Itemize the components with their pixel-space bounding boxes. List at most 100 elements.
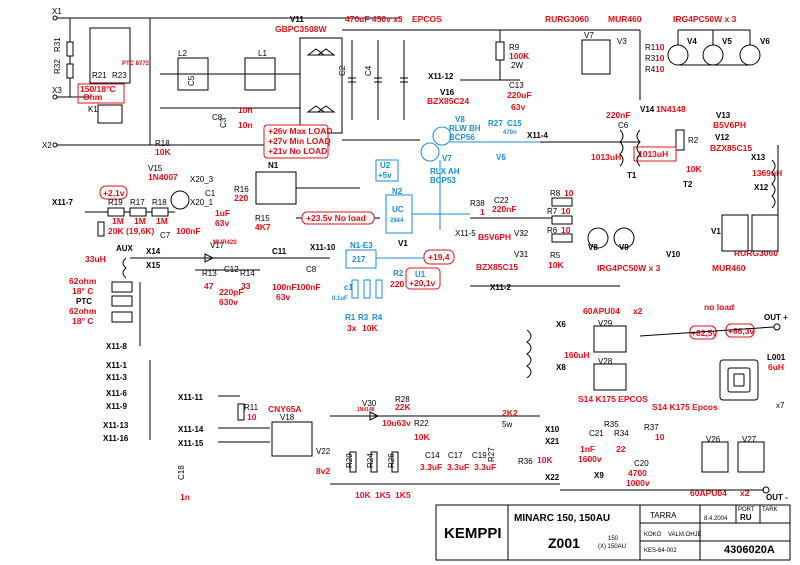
relay-k1	[97, 104, 123, 124]
v17-label: V17	[210, 241, 225, 250]
apu2-part: 60APU04	[690, 488, 727, 498]
n1-e3-label: N1-E3	[350, 241, 373, 250]
c6-label: C6	[618, 121, 629, 130]
r23-label: R23	[112, 71, 127, 80]
load-min: +27v Min LOAD	[268, 136, 331, 146]
mains-input: X1 X3 X2 R31 R32 R21 R23 PTC 8772 150/18…	[42, 7, 400, 150]
sub-150: 150	[608, 536, 619, 542]
c13-volt: 63v	[511, 102, 525, 112]
v8b-label: V8	[588, 243, 598, 252]
v23-value: +23.5v No load	[306, 213, 366, 223]
apu1-part: 60APU04	[583, 306, 620, 316]
r5w: 5w	[502, 420, 512, 429]
ptc-highlight	[77, 83, 125, 104]
t2-label: T2	[683, 180, 693, 189]
c5-label: C5	[187, 75, 196, 86]
r6-label: R6	[547, 226, 558, 235]
x20-1-label: X20_1	[190, 198, 214, 207]
v12-part: BZX85C15	[710, 143, 752, 153]
v19-highlight	[423, 249, 455, 265]
c20-volt: 1000v	[626, 478, 650, 488]
v82-value: +82,5v	[691, 328, 718, 338]
c20-value: 4700	[628, 468, 647, 478]
r5-label: R5	[550, 251, 561, 260]
ptc2-ohm1: 62ohm	[69, 276, 97, 286]
r16-label: R16	[234, 185, 249, 194]
gate-driver-bottom: R38 1 C22 220nF B5V6PH V32 V31 BZX85C15 …	[470, 188, 779, 292]
x12-label: X12	[754, 183, 769, 192]
v6-blue: V6	[496, 153, 506, 162]
ptc-block	[89, 27, 131, 84]
c22-label: C22	[494, 196, 509, 205]
v18-opto	[271, 421, 313, 457]
title-frame	[435, 504, 791, 561]
v9-label: V9	[619, 243, 629, 252]
u1-label: U1	[415, 270, 426, 279]
r17-value: 1M	[134, 216, 146, 226]
v22-label: V22	[316, 447, 331, 456]
c7-label: C7	[160, 231, 171, 240]
r7-label: R7	[547, 207, 558, 216]
r1-top: R1	[645, 43, 656, 52]
x11-9-label: X11-9	[106, 402, 127, 411]
l1369: 1369uH	[752, 168, 782, 178]
c1-volt: 63v	[215, 218, 229, 228]
mur-bottom: MUR460	[712, 263, 746, 273]
rlw-label: RLW BH	[449, 124, 481, 133]
r19-value: 1M	[112, 216, 124, 226]
mur-top: MUR460	[608, 14, 642, 24]
l160: 160uH	[564, 350, 590, 360]
x11-connectors: X11-1 X11-3 X11-6 X11-9 X11-13 X11-16	[103, 360, 151, 443]
r14-label: R14	[240, 269, 255, 278]
r20-resistor	[97, 221, 105, 237]
cap-10u63v: 10u63v	[382, 418, 411, 428]
ptc2-label: PTC	[76, 297, 92, 306]
c20-label: C20	[634, 459, 649, 468]
c3-label: C3	[219, 117, 228, 128]
n1-ic	[255, 171, 297, 205]
r18-label: R18	[155, 139, 170, 148]
v1-label: V1	[398, 239, 408, 248]
u2-label: U2	[380, 161, 391, 170]
r11-value: 10	[247, 412, 257, 422]
x15-label: X15	[146, 261, 161, 270]
t1-label: T1	[627, 171, 637, 180]
v15-label: V15	[148, 164, 163, 173]
ptc2-ohm2: 62ohm	[69, 306, 97, 316]
v23-highlight	[301, 211, 375, 225]
r21-label: R21	[92, 71, 107, 80]
cap-10n-b: 10n	[238, 120, 253, 130]
r6-value: 10	[561, 225, 571, 235]
r34-value: 22	[616, 444, 626, 454]
load-voltage-box	[263, 124, 329, 159]
v29-label: V29	[598, 319, 613, 328]
r29-value: 10K	[355, 490, 371, 500]
apu1-qty: x2	[633, 306, 643, 316]
c14-label: C14	[425, 451, 440, 460]
noload-label: no load	[704, 302, 734, 312]
r8-value: 10	[564, 188, 574, 198]
x11-4-label: X11-4	[527, 131, 548, 140]
bulk-capacitors: 470uF 450v x3 EPCOS C2 C4	[338, 14, 640, 141]
ptc-ohm: Ohm	[83, 92, 103, 102]
v13-label: V13	[716, 111, 731, 120]
c22-value: 220nF	[492, 204, 517, 214]
c6-value: 220nF	[606, 110, 631, 120]
x21-label: X21	[545, 437, 560, 446]
port-label: PORT	[738, 507, 755, 513]
x11-12-label: X11-12	[428, 72, 454, 81]
v8-label: V8	[455, 115, 465, 124]
igbt-top: IRG4PC50W x 3	[673, 14, 737, 24]
regulator: N1-E3 217 V1 +19,4 U1 +20,1v R2 220 c1 0…	[332, 239, 455, 333]
r17-resistor	[129, 207, 147, 217]
r2-label: R2	[688, 136, 699, 145]
r9-watt: 2W	[511, 61, 523, 70]
r4-top: R4	[645, 65, 656, 74]
drawing-code: Z001	[548, 535, 580, 551]
valm-label: VALM.OHJE	[668, 532, 702, 538]
r26-value: 1K5	[395, 490, 411, 500]
load-max: +26v Max LOAD	[268, 126, 333, 136]
r27b-label: R27	[487, 447, 496, 462]
out-minus-label: OUT -	[766, 493, 788, 502]
